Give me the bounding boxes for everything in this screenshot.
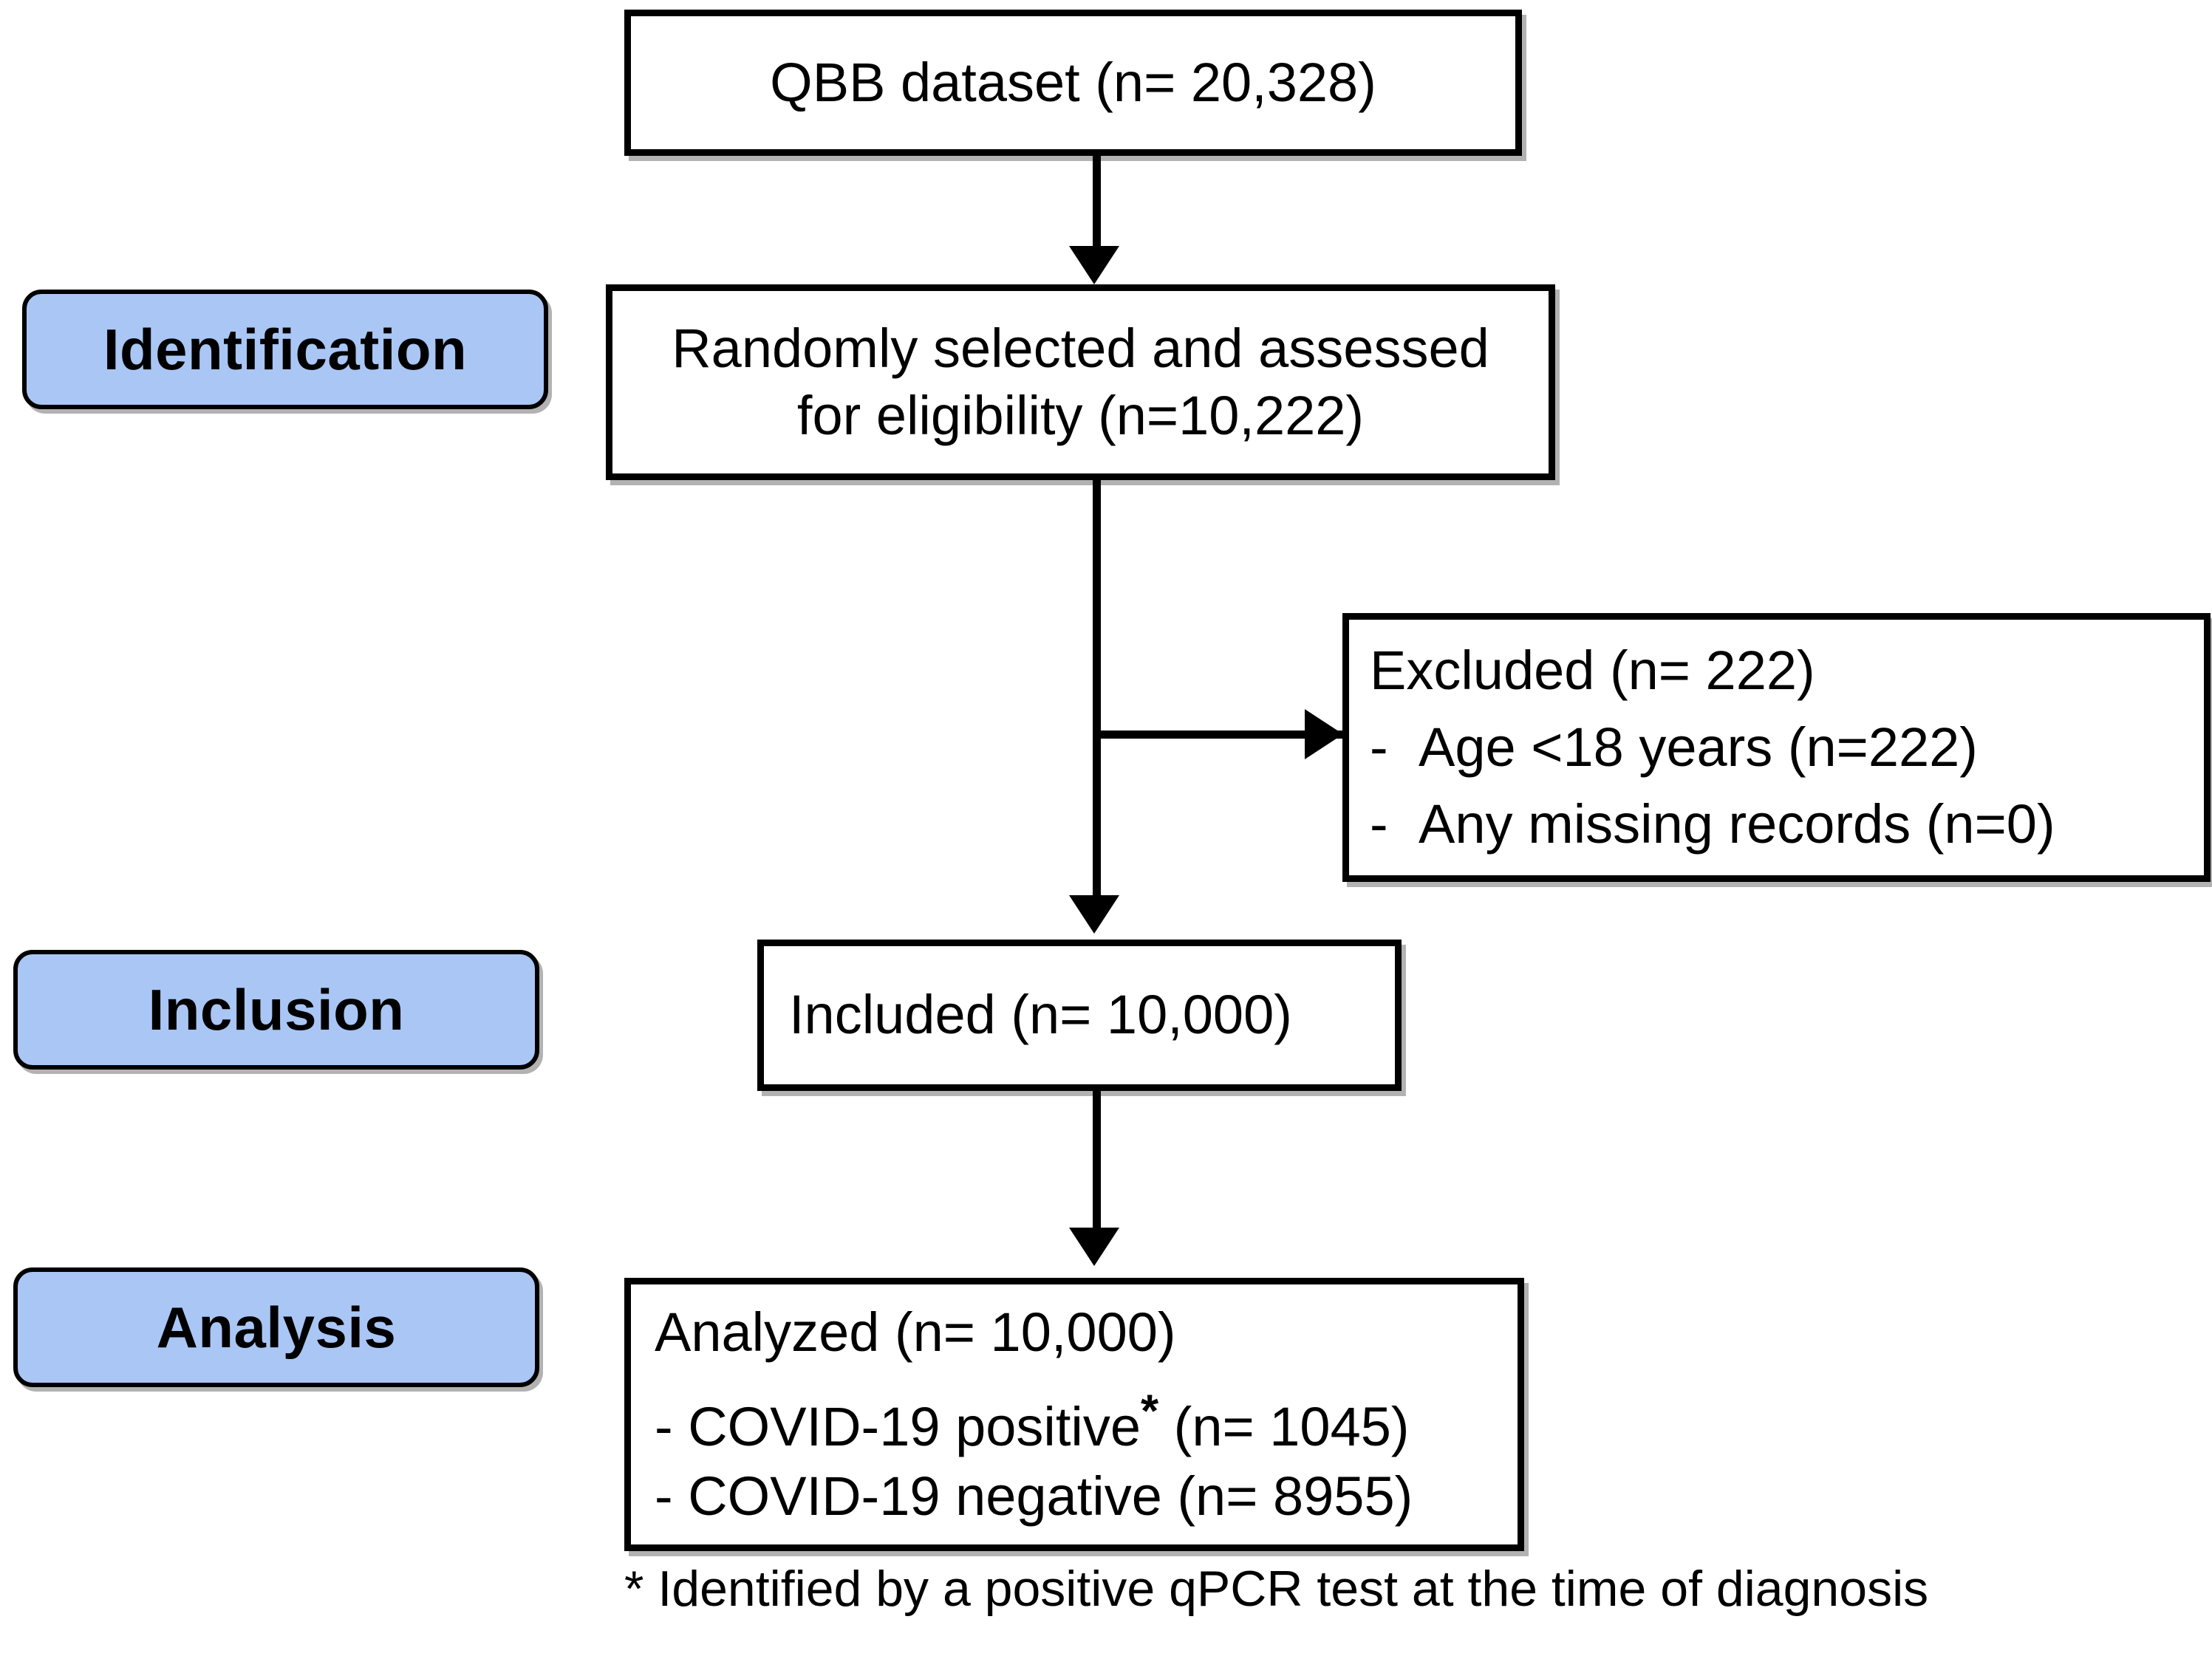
box-excluded-bullet-1-text: Age <18 years (n=222) (1419, 716, 1978, 778)
stage-label-inclusion-text: Inclusion (148, 976, 405, 1042)
footnote-star-marker: * (1140, 1386, 1159, 1437)
arrow-right-icon (1305, 709, 1343, 759)
connector-eligibility-to-excluded (1093, 731, 1342, 739)
box-eligibility-line-1: Randomly selected and assessed (672, 318, 1489, 380)
stage-label-analysis-text: Analysis (156, 1294, 397, 1360)
box-included: Included (n= 10,000) (757, 940, 1402, 1091)
footnote-text: * Identified by a positive qPCR test at … (624, 1561, 1929, 1617)
box-qbb-dataset-line-1: QBB dataset (n= 20,328) (770, 51, 1376, 113)
box-eligibility-line-2: for eligibility (n=10,222) (796, 384, 1365, 446)
box-analyzed: Analyzed (n= 10,000) - COVID-19 positive… (624, 1278, 1524, 1551)
box-excluded-bullet-2: - Any missing records (n=0) (1370, 791, 2055, 858)
box-excluded-bullet-2-text: Any missing records (n=0) (1419, 793, 2055, 855)
box-excluded-bullet-1: - Age <18 years (n=222) (1370, 714, 1978, 781)
arrow-down-icon (1069, 246, 1119, 284)
stage-label-identification: Identification (22, 290, 548, 409)
box-excluded: Excluded (n= 222) - Age <18 years (n=222… (1342, 613, 2211, 882)
bullet-dash-icon: - (1370, 793, 1388, 855)
box-qbb-dataset: QBB dataset (n= 20,328) (624, 10, 1522, 156)
box-analyzed-line-2-prefix: - COVID-19 positive (655, 1395, 1141, 1457)
stage-label-identification-text: Identification (103, 316, 468, 382)
box-analyzed-line-2-suffix: (n= 1045) (1158, 1395, 1410, 1457)
box-analyzed-line-1: Analyzed (n= 10,000) (655, 1301, 1176, 1363)
arrow-down-icon (1069, 1228, 1119, 1266)
stage-label-inclusion: Inclusion (13, 950, 539, 1070)
box-included-line-1: Included (n= 10,000) (789, 984, 1292, 1046)
stage-label-analysis: Analysis (13, 1267, 539, 1387)
box-analyzed-line-3: - COVID-19 negative (n= 8955) (655, 1465, 1413, 1527)
arrow-down-icon (1069, 895, 1119, 934)
connector-eligibility-to-included (1093, 480, 1101, 900)
bullet-dash-icon: - (1370, 716, 1388, 778)
connector-included-to-analysis (1093, 1091, 1101, 1233)
box-randomly-selected-assessed: Randomly selected and assessed for eligi… (606, 284, 1555, 480)
connector-dataset-to-eligibility (1093, 156, 1101, 252)
box-excluded-heading: Excluded (n= 222) (1370, 639, 1815, 701)
box-analyzed-line-2: - COVID-19 positive* (n= 1045) (655, 1389, 1410, 1460)
